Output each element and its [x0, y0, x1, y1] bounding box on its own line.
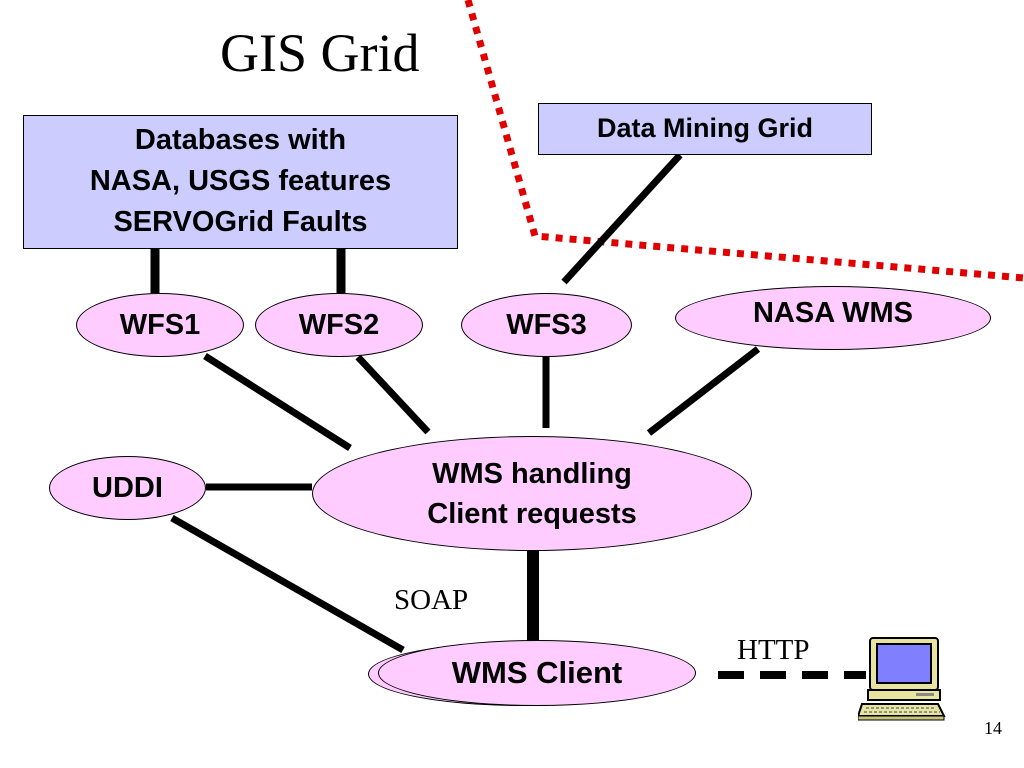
wfs1-node: WFS1 — [76, 293, 244, 357]
slide-title: GIS Grid — [220, 23, 420, 83]
connector-dm-wfs3 — [561, 152, 683, 285]
wfs2-node: WFS2 — [255, 293, 423, 357]
nasa-wms-node: NASA WMS — [675, 286, 991, 350]
wms-handling-node: WMS handling Client requests — [312, 436, 752, 551]
desktop-computer-icon — [858, 637, 946, 721]
wms-client-node: WMS Client — [378, 640, 696, 706]
databases-box: Databases with NASA, USGS features SERVO… — [23, 115, 458, 249]
connector-nasa-wms — [646, 346, 761, 436]
connector-wfs2-wms — [355, 354, 431, 435]
connector-uddi-client — [170, 514, 405, 654]
databases-box-line-3: SERVOGrid Faults — [113, 206, 368, 238]
page-number: 14 — [984, 718, 1002, 738]
data-mining-grid-box: Data Mining Grid — [538, 103, 872, 155]
wfs3-node: WFS3 — [461, 293, 632, 357]
connector-wfs1-wms — [203, 353, 352, 451]
wms-handling-line-2: Client requests — [427, 497, 637, 530]
soap-label: SOAP — [394, 584, 469, 616]
databases-box-line-1: Databases with — [134, 124, 347, 156]
wms-handling-line-1: WMS handling — [432, 457, 632, 490]
uddi-node: UDDI — [49, 456, 206, 520]
databases-box-line-2: NASA, USGS features — [89, 165, 392, 197]
http-label: HTTP — [737, 634, 810, 666]
